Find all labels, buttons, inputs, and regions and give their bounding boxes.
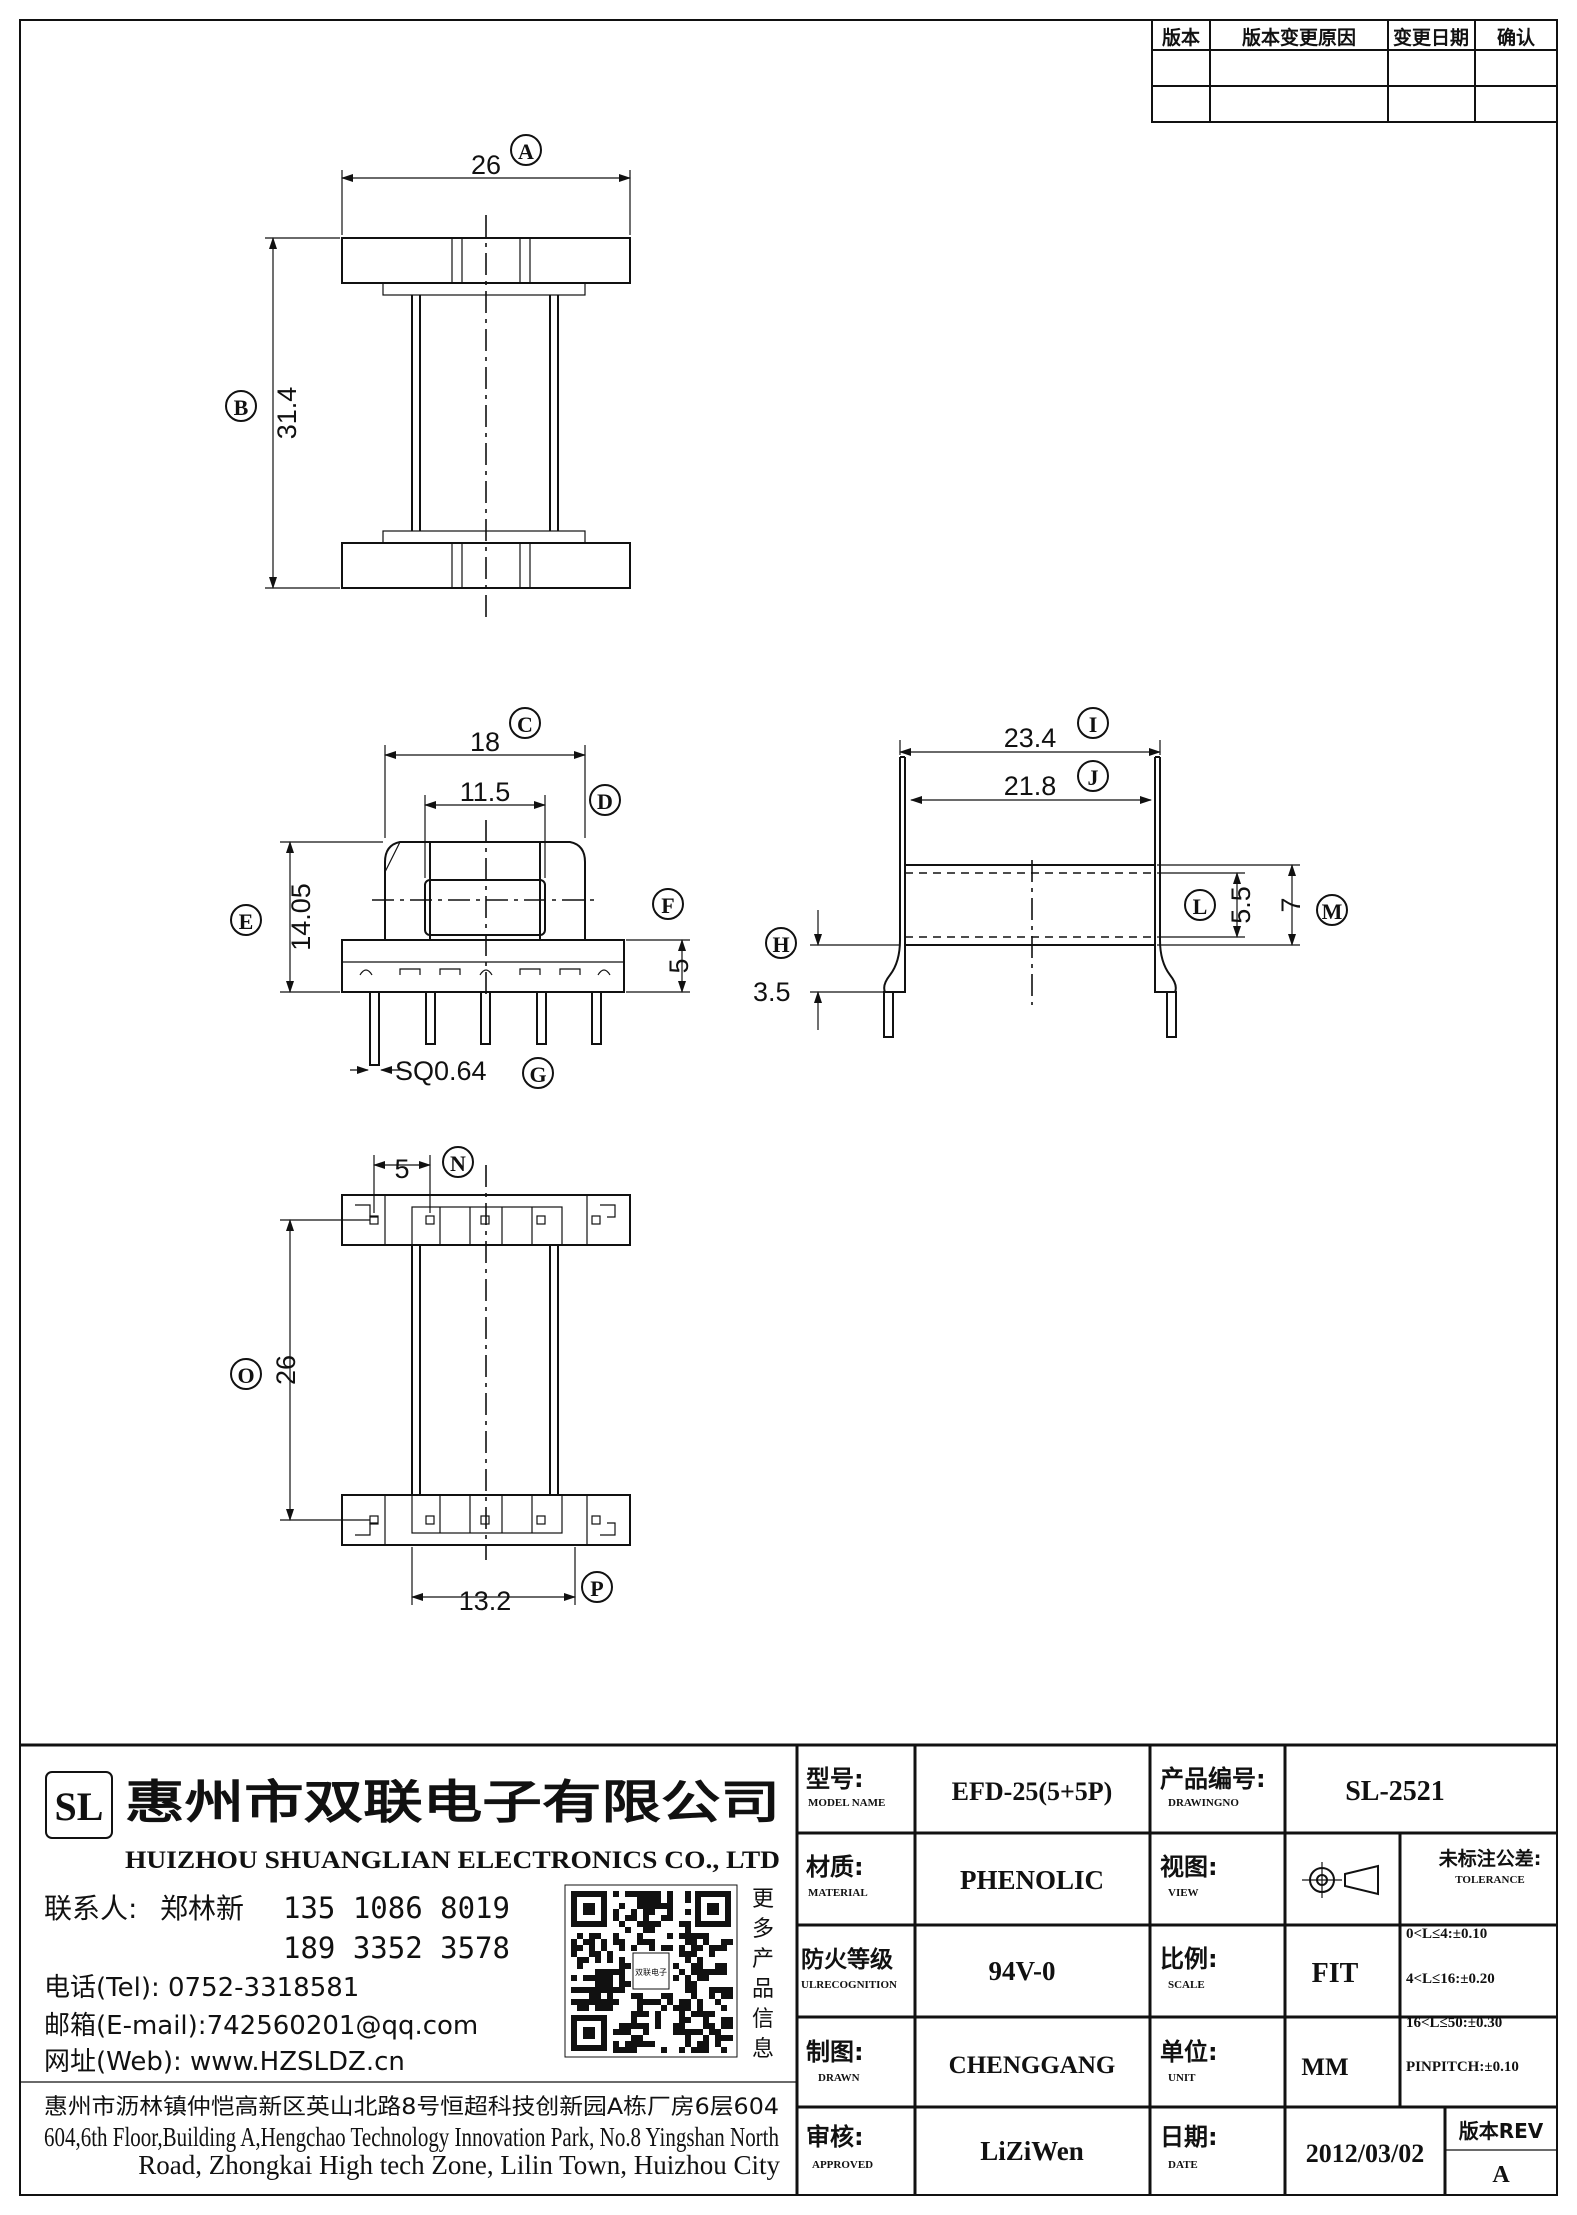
tolerance-row-1: 0<L≤4:±0.10: [1406, 1926, 1487, 1942]
rev-header-confirm: 确认: [1497, 26, 1535, 49]
contact-phone-2: 189 3352 3578: [283, 1931, 510, 1965]
dim-o-letter: O: [237, 1363, 254, 1388]
scale-label-en: SCALE: [1168, 1979, 1205, 1991]
tolerance-label: 未标注公差:: [1438, 1847, 1542, 1870]
tolerance-row-4: PINPITCH:±0.10: [1406, 2059, 1519, 2075]
unit-label: 单位:: [1160, 2038, 1218, 2066]
address-en-line-2: Road, Zhongkai High tech Zone, Lilin Tow…: [138, 2150, 780, 2180]
title-block: 型号: MODEL NAME EFD-25(5+5P) 产品编号: DRAWIN…: [797, 1745, 1557, 2195]
drawn-label-en: DRAWN: [818, 2072, 860, 2084]
front-view: 18 C 11.5 D 14.05 E 5 F SQ0.64 G: [230, 707, 694, 1089]
company-web: 网址(Web): www.HZSLDZ.cn: [44, 2047, 405, 2077]
dim-g-letter: G: [529, 1062, 546, 1087]
view-label-en: VIEW: [1168, 1887, 1199, 1899]
dim-m-letter: M: [1322, 899, 1343, 924]
tolerance-row-2: 4<L≤16:±0.20: [1406, 1971, 1495, 1987]
company-block: SL 惠州市双联电子有限公司 HUIZHOU SHUANGLIAN ELECTR…: [20, 1771, 797, 2180]
revision-label: 版本REV: [1459, 2119, 1544, 2143]
model-label-en: MODEL NAME: [808, 1797, 885, 1809]
dim-g-value: SQ0.64: [395, 1056, 487, 1086]
approved-value: LiZiWen: [980, 2136, 1084, 2166]
qr-caption: 更多产品信息: [752, 1887, 774, 2062]
dim-f-value: 5: [664, 958, 694, 973]
company-name-cn: 惠州市双联电子有限公司: [125, 1775, 780, 1829]
approved-label-en: APPROVED: [812, 2159, 873, 2171]
company-email: 邮箱(E-mail):742560201@qq.com: [44, 2011, 478, 2041]
date-value: 2012/03/02: [1306, 2139, 1424, 2168]
model-label: 型号:: [806, 1765, 864, 1793]
fire-rating-label: 防火等级: [801, 1946, 893, 1973]
qr-code: 双联电子: [564, 1884, 738, 2058]
fire-rating-label-en: ULRECOGNITION: [801, 1979, 897, 1991]
tolerance-row-3: 16<L≤50:±0.30: [1406, 2015, 1502, 2031]
sheet-border: [19, 19, 1558, 2196]
company-logo-text: SL: [55, 1784, 104, 1829]
dim-j-value: 21.8: [1004, 771, 1057, 801]
dim-a-letter: A: [518, 139, 534, 164]
address-cn: 惠州市沥林镇仲恺高新区英山北路8号恒超科技创新园A栋厂房6层604: [44, 2095, 779, 2120]
dim-p-letter: P: [590, 1576, 603, 1601]
rev-header-date: 变更日期: [1393, 26, 1469, 49]
unit-label-en: UNIT: [1168, 2072, 1196, 2084]
date-label: 日期:: [1160, 2123, 1218, 2151]
company-name-en: HUIZHOU SHUANGLIAN ELECTRONICS CO., LTD: [125, 1847, 780, 1874]
dim-i-value: 23.4: [1004, 723, 1057, 753]
dim-c-value: 18: [470, 727, 500, 757]
material-value: PHENOLIC: [960, 1865, 1104, 1895]
drawing-number-label: 产品编号:: [1160, 1765, 1266, 1793]
dim-l-letter: L: [1193, 894, 1208, 919]
dim-c-letter: C: [517, 712, 533, 737]
drawn-value: CHENGGANG: [949, 2052, 1116, 2079]
company-logo: [45, 1771, 113, 1839]
dim-f-letter: F: [661, 893, 674, 918]
dim-p-value: 13.2: [459, 1586, 512, 1616]
drawing-number-value: SL-2521: [1345, 1776, 1445, 1807]
model-value: EFD-25(5+5P): [952, 1777, 1113, 1806]
dim-l-value: 5.5: [1226, 886, 1256, 924]
side-view: 23.4 I 21.8 J 5.5 L 7 M 3.5 H: [753, 707, 1348, 1038]
dim-n-letter: N: [450, 1151, 466, 1176]
contact-name: 郑林新: [160, 1892, 244, 1925]
dim-j-letter: J: [1088, 765, 1099, 790]
dim-h-value: 3.5: [753, 977, 791, 1007]
dim-m-value: 7: [1276, 897, 1306, 912]
address-en-line-1: 604,6th Floor,Building A,Hengchao Techno…: [44, 2122, 779, 2152]
material-label-en: MATERIAL: [808, 1887, 868, 1899]
material-label: 材质:: [806, 1853, 864, 1881]
revision-table: 版本 版本变更原因 变更日期 确认: [1151, 19, 1558, 123]
rev-header-reason: 版本变更原因: [1242, 26, 1356, 49]
view-label: 视图:: [1160, 1853, 1218, 1881]
contact-phone-1: 135 1086 8019: [283, 1891, 510, 1925]
contact-label: 联系人:: [44, 1892, 137, 1925]
approved-label: 审核:: [806, 2123, 864, 2151]
fire-rating-value: 94V-0: [989, 1956, 1056, 1986]
drawn-label: 制图:: [806, 2038, 864, 2066]
revision-value: A: [1492, 2162, 1510, 2188]
qr-center-label: 双联电子: [635, 1967, 667, 1977]
bottom-view: 5 N 26 O 13.2 P: [230, 1146, 631, 1616]
rev-header-version: 版本: [1162, 26, 1200, 49]
tolerance-label-en: TOLERANCE: [1455, 1874, 1524, 1886]
company-tel: 电话(Tel): 0752-3318581: [44, 1973, 359, 2003]
projection-symbol-icon: [1302, 1862, 1379, 1898]
dim-o-value: 26: [271, 1355, 301, 1385]
unit-value: MM: [1301, 2054, 1348, 2081]
dim-b-value: 31.4: [272, 387, 302, 440]
dim-a-value: 26: [471, 150, 501, 180]
scale-label: 比例:: [1160, 1945, 1218, 1973]
dim-e-letter: E: [239, 909, 254, 934]
dim-e-value: 14.05: [286, 883, 316, 951]
top-view: 26 A 31.4 B: [225, 134, 631, 618]
scale-value: FIT: [1312, 1958, 1359, 1989]
dim-b-letter: B: [234, 395, 249, 420]
dim-n-value: 5: [394, 1154, 409, 1184]
dim-d-letter: D: [597, 789, 613, 814]
dim-i-letter: I: [1089, 712, 1098, 737]
drawing-number-label-en: DRAWINGNO: [1168, 1797, 1239, 1809]
dim-d-value: 11.5: [460, 777, 511, 807]
date-label-en: DATE: [1168, 2159, 1198, 2171]
dim-h-letter: H: [772, 932, 789, 957]
